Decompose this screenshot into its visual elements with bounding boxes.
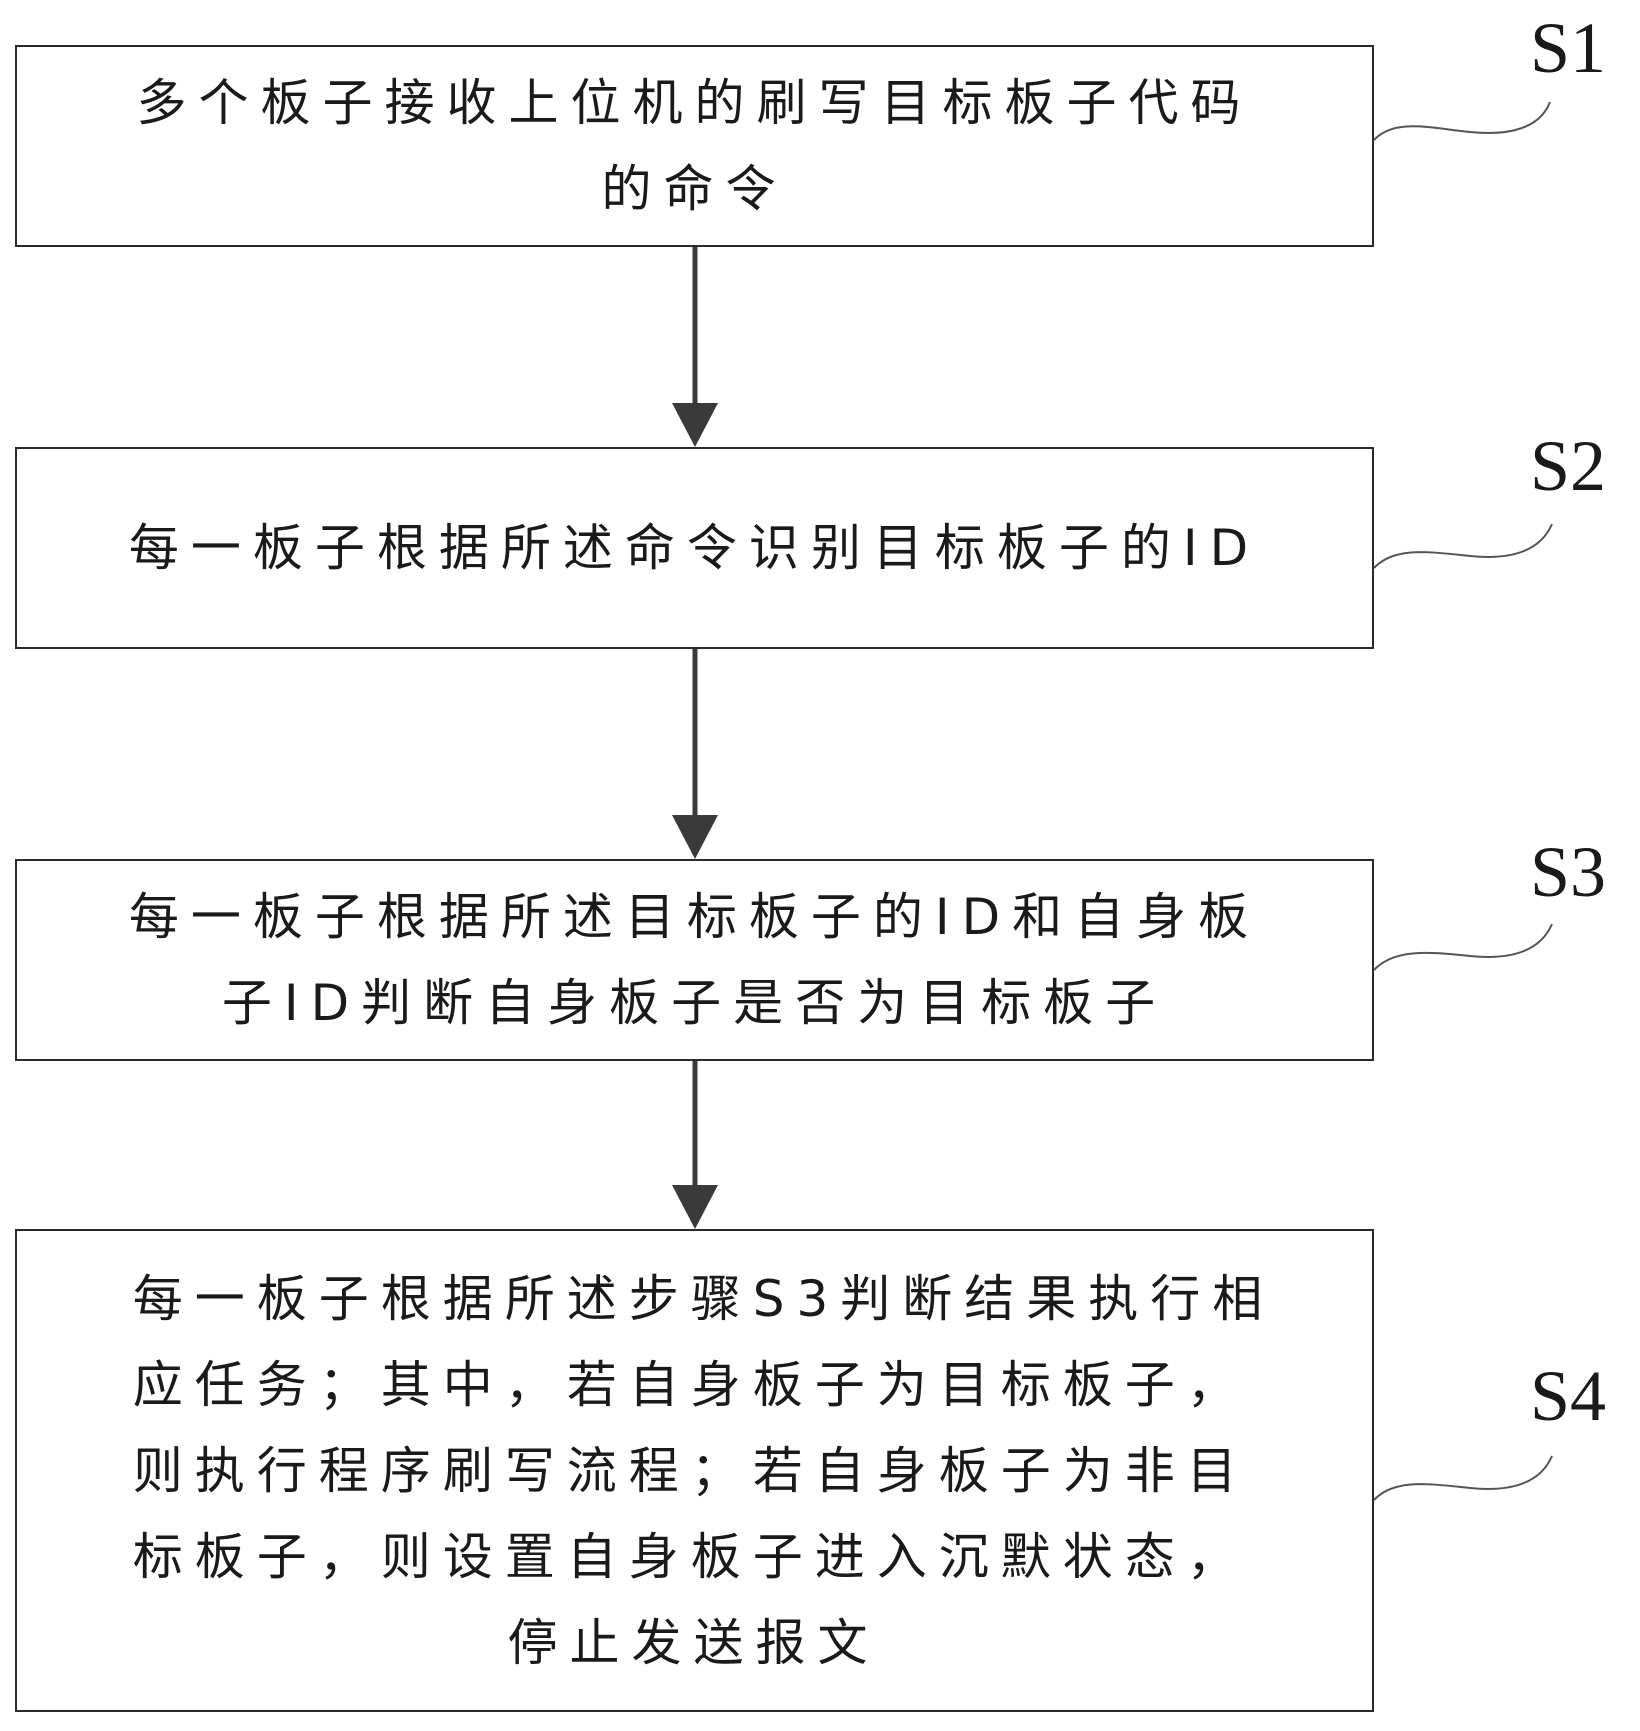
step-label-s2: S2 [1530,426,1607,506]
leader-line-s4 [1373,1455,1553,1501]
leader-line-s2 [1373,523,1553,569]
step-box-s3: 每一板子根据所述目标板子的ID和自身板 子ID判断自身板子是否为目标板子 [15,859,1374,1061]
step-text-s1: 多个板子接收上位机的刷写目标板子代码 的命令 [136,74,1253,218]
step-text-s4-wrapper: 每一板子根据所述步骤S3判断结果执行相 应任务；其中，若自身板子为目标板子， 则… [85,1256,1305,1686]
arrow-s1-s2 [672,247,718,447]
step-text-s3: 每一板子根据所述目标板子的ID和自身板 子ID判断自身板子是否为目标板子 [128,888,1261,1032]
step-text-s4-last-line: 停止发送报文 [507,1613,880,1672]
arrow-s3-s4 [672,1061,718,1229]
arrow-s2-s3 [672,649,718,859]
leader-line-s3 [1373,923,1553,971]
step-box-s4: 每一板子根据所述步骤S3判断结果执行相 应任务；其中，若自身板子为目标板子， 则… [15,1229,1374,1712]
step-label-s1: S1 [1530,8,1607,88]
leader-line-s1 [1373,101,1551,141]
step-label-s3: S3 [1530,832,1607,912]
step-label-s4: S4 [1530,1356,1607,1436]
step-box-s1: 多个板子接收上位机的刷写目标板子代码 的命令 [15,45,1374,247]
step-box-s2: 每一板子根据所述命令识别目标板子的ID [15,447,1374,649]
step-text-s2: 每一板子根据所述命令识别目标板子的ID [128,519,1261,577]
step-text-s4: 每一板子根据所述步骤S3判断结果执行相 应任务；其中，若自身板子为目标板子， 则… [132,1269,1275,1586]
